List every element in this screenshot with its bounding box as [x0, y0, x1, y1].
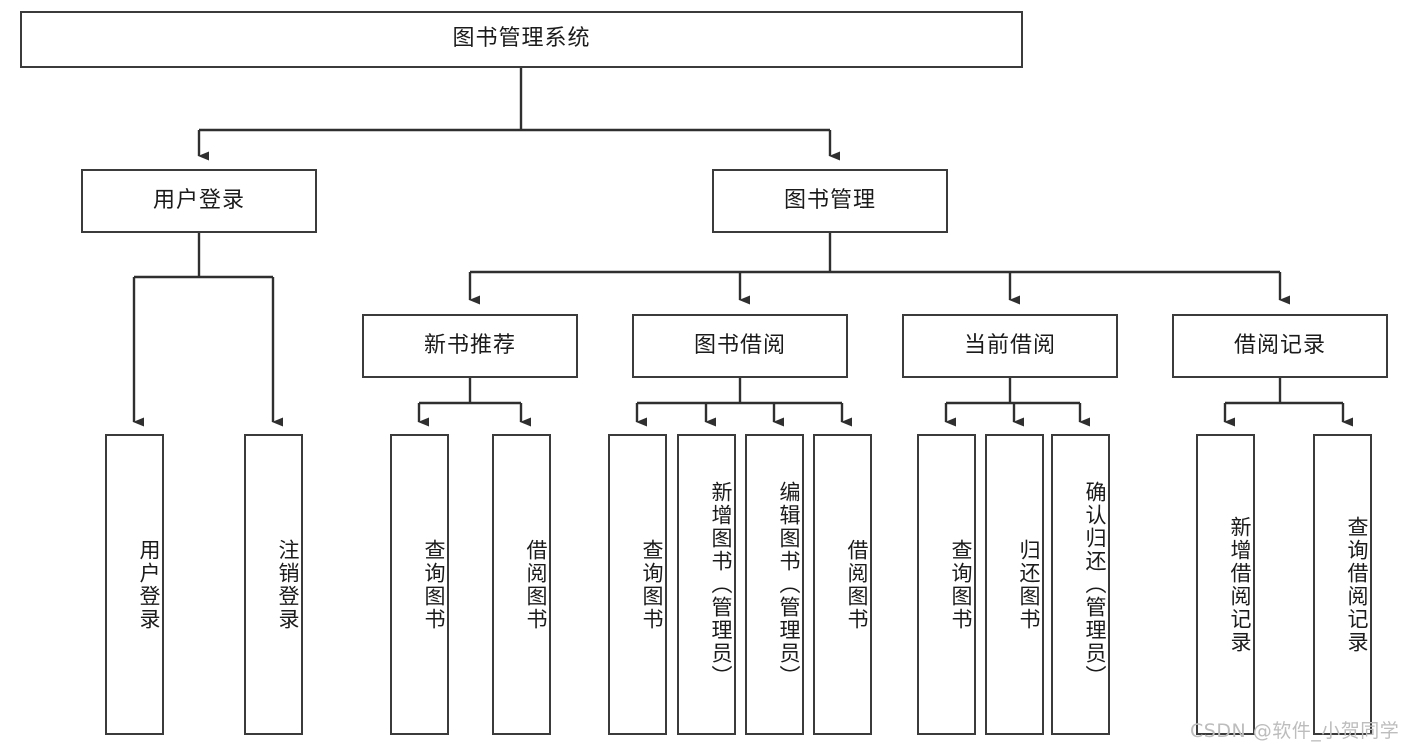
leaf-user-login-0[interactable]: 用户登录 — [105, 434, 164, 735]
leaf-book-borrow-1-label: 新增图书（管理员） — [709, 481, 733, 688]
node-new-book-recommend[interactable]: 新书推荐 — [362, 314, 578, 378]
node-new-book-recommend-label: 新书推荐 — [423, 332, 516, 358]
leaf-new-book-0-label: 查询图书 — [422, 538, 446, 631]
leaf-current-borrow-0-label: 查询图书 — [949, 538, 973, 631]
node-current-borrow-label: 当前借阅 — [963, 332, 1056, 358]
leaf-borrow-records-0-label: 新增借阅记录 — [1228, 515, 1252, 654]
leaf-new-book-0[interactable]: 查询图书 — [390, 434, 449, 735]
leaf-current-borrow-2[interactable]: 确认归还（管理员） — [1051, 434, 1110, 735]
node-borrow-records[interactable]: 借阅记录 — [1172, 314, 1388, 378]
node-root-label: 图书管理系统 — [452, 26, 591, 52]
leaf-book-borrow-2[interactable]: 编辑图书（管理员） — [745, 434, 804, 735]
leaf-book-borrow-2-label: 编辑图书（管理员） — [777, 481, 801, 688]
leaf-new-book-1[interactable]: 借阅图书 — [492, 434, 551, 735]
node-user-login-label: 用户登录 — [152, 187, 245, 213]
node-book-manage-label: 图书管理 — [783, 187, 876, 213]
leaf-book-borrow-3-label: 借阅图书 — [845, 538, 869, 631]
leaf-book-borrow-3[interactable]: 借阅图书 — [813, 434, 872, 735]
node-user-login[interactable]: 用户登录 — [81, 169, 317, 233]
leaf-current-borrow-2-label: 确认归还（管理员） — [1083, 481, 1107, 688]
node-book-borrow[interactable]: 图书借阅 — [632, 314, 848, 378]
leaf-borrow-records-1-label: 查询借阅记录 — [1345, 515, 1369, 654]
node-book-manage[interactable]: 图书管理 — [712, 169, 948, 233]
leaf-book-borrow-0-label: 查询图书 — [640, 538, 664, 631]
leaf-book-borrow-0[interactable]: 查询图书 — [608, 434, 667, 735]
node-root[interactable]: 图书管理系统 — [20, 11, 1023, 68]
leaf-borrow-records-1[interactable]: 查询借阅记录 — [1313, 434, 1372, 735]
leaf-user-login-1[interactable]: 注销登录 — [244, 434, 303, 735]
leaf-book-borrow-1[interactable]: 新增图书（管理员） — [677, 434, 736, 735]
leaf-current-borrow-1[interactable]: 归还图书 — [985, 434, 1044, 735]
node-book-borrow-label: 图书借阅 — [693, 332, 786, 358]
node-current-borrow[interactable]: 当前借阅 — [902, 314, 1118, 378]
leaf-user-login-0-label: 用户登录 — [137, 538, 161, 631]
leaf-current-borrow-0[interactable]: 查询图书 — [917, 434, 976, 735]
leaf-borrow-records-0[interactable]: 新增借阅记录 — [1196, 434, 1255, 735]
leaf-user-login-1-label: 注销登录 — [276, 538, 300, 631]
leaf-current-borrow-1-label: 归还图书 — [1017, 538, 1041, 631]
node-borrow-records-label: 借阅记录 — [1233, 332, 1326, 358]
leaf-new-book-1-label: 借阅图书 — [524, 538, 548, 631]
